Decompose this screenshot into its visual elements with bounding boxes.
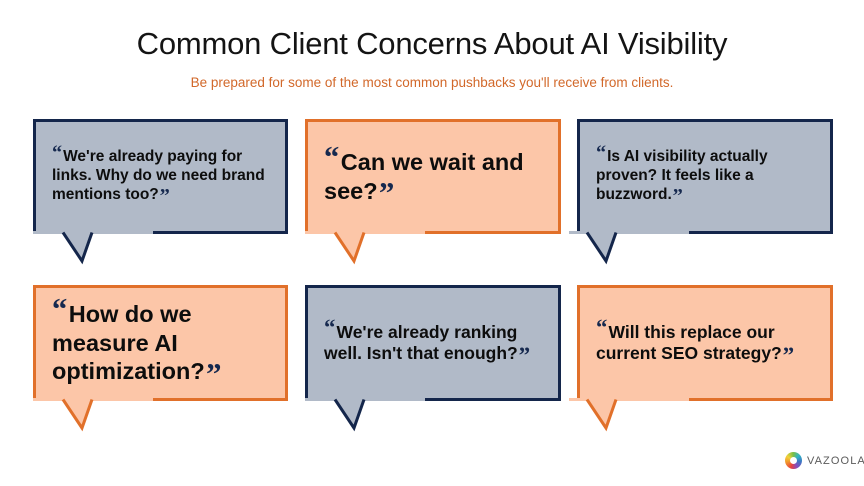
vazoola-ring-icon (785, 452, 802, 469)
quote-bubble-1-tail (33, 231, 153, 265)
close-quote-icon: ” (159, 185, 170, 208)
quote-bubble-2: “Can we wait and see?” (305, 119, 561, 265)
quote-bubble-6: “Will this replace our current SEO strat… (569, 285, 833, 432)
quote-bubble-2-tail (305, 231, 425, 265)
close-quote-icon: ” (672, 185, 683, 208)
quote-bubble-2-text: “Can we wait and see?” (324, 142, 544, 209)
quote-bubble-5-text: “We're already ranking well. Isn't that … (324, 317, 544, 368)
quote-bubble-1-text: “We're already paying for links. Why do … (52, 143, 271, 208)
quote-bubble-3-content: Is AI visibility actually proven? It fee… (596, 148, 768, 203)
quote-bubble-6-text: “Will this replace our current SEO strat… (596, 317, 816, 368)
quote-bubble-6-content: Will this replace our current SEO strate… (596, 321, 782, 363)
page-title: Common Client Concerns About AI Visibili… (136, 26, 728, 61)
close-quote-icon: ” (518, 341, 531, 368)
quote-bubble-5-content: We're already ranking well. Isn't that e… (324, 321, 518, 363)
close-quote-icon: ” (378, 175, 395, 211)
open-quote-icon: “ (52, 291, 68, 326)
quote-bubble-5-tail (305, 398, 425, 432)
quote-bubble-6-body: “Will this replace our current SEO strat… (577, 285, 833, 401)
quote-bubble-3-tail (569, 231, 689, 265)
quote-bubble-1-content: We're already paying for links. Why do w… (52, 148, 265, 203)
open-quote-icon: “ (324, 315, 336, 341)
quote-bubble-3-body: “Is AI visibility actually proven? It fe… (577, 119, 833, 234)
close-quote-icon: ” (782, 341, 795, 368)
quote-bubble-5-body: “We're already ranking well. Isn't that … (305, 285, 561, 401)
quote-bubble-4-text: “How do we measure AI optimization?” (52, 294, 271, 390)
brand-logo: VAZOOLA (785, 452, 864, 469)
quote-bubble-3-text: “Is AI visibility actually proven? It fe… (596, 143, 816, 208)
brand-name: VAZOOLA (807, 454, 864, 467)
open-quote-icon: “ (324, 139, 340, 174)
quote-bubble-4: “How do we measure AI optimization?” (33, 285, 288, 432)
open-quote-icon: “ (596, 142, 607, 165)
page-subtitle: Be prepared for some of the most common … (190, 75, 674, 90)
quote-bubble-4-tail (33, 398, 153, 432)
quote-bubble-2-content: Can we wait and see? (324, 148, 524, 204)
open-quote-icon: “ (52, 142, 63, 165)
quote-bubble-3: “Is AI visibility actually proven? It fe… (569, 119, 833, 265)
quote-bubble-1: “We're already paying for links. Why do … (33, 119, 288, 265)
quote-bubble-6-tail (569, 398, 689, 432)
quote-bubble-4-content: How do we measure AI optimization? (52, 301, 205, 385)
quote-bubble-1-body: “We're already paying for links. Why do … (33, 119, 288, 234)
open-quote-icon: “ (596, 315, 608, 341)
quote-bubble-2-body: “Can we wait and see?” (305, 119, 561, 234)
close-quote-icon: ” (205, 356, 222, 392)
quote-bubble-5: “We're already ranking well. Isn't that … (305, 285, 561, 432)
quote-bubble-4-body: “How do we measure AI optimization?” (33, 285, 288, 401)
